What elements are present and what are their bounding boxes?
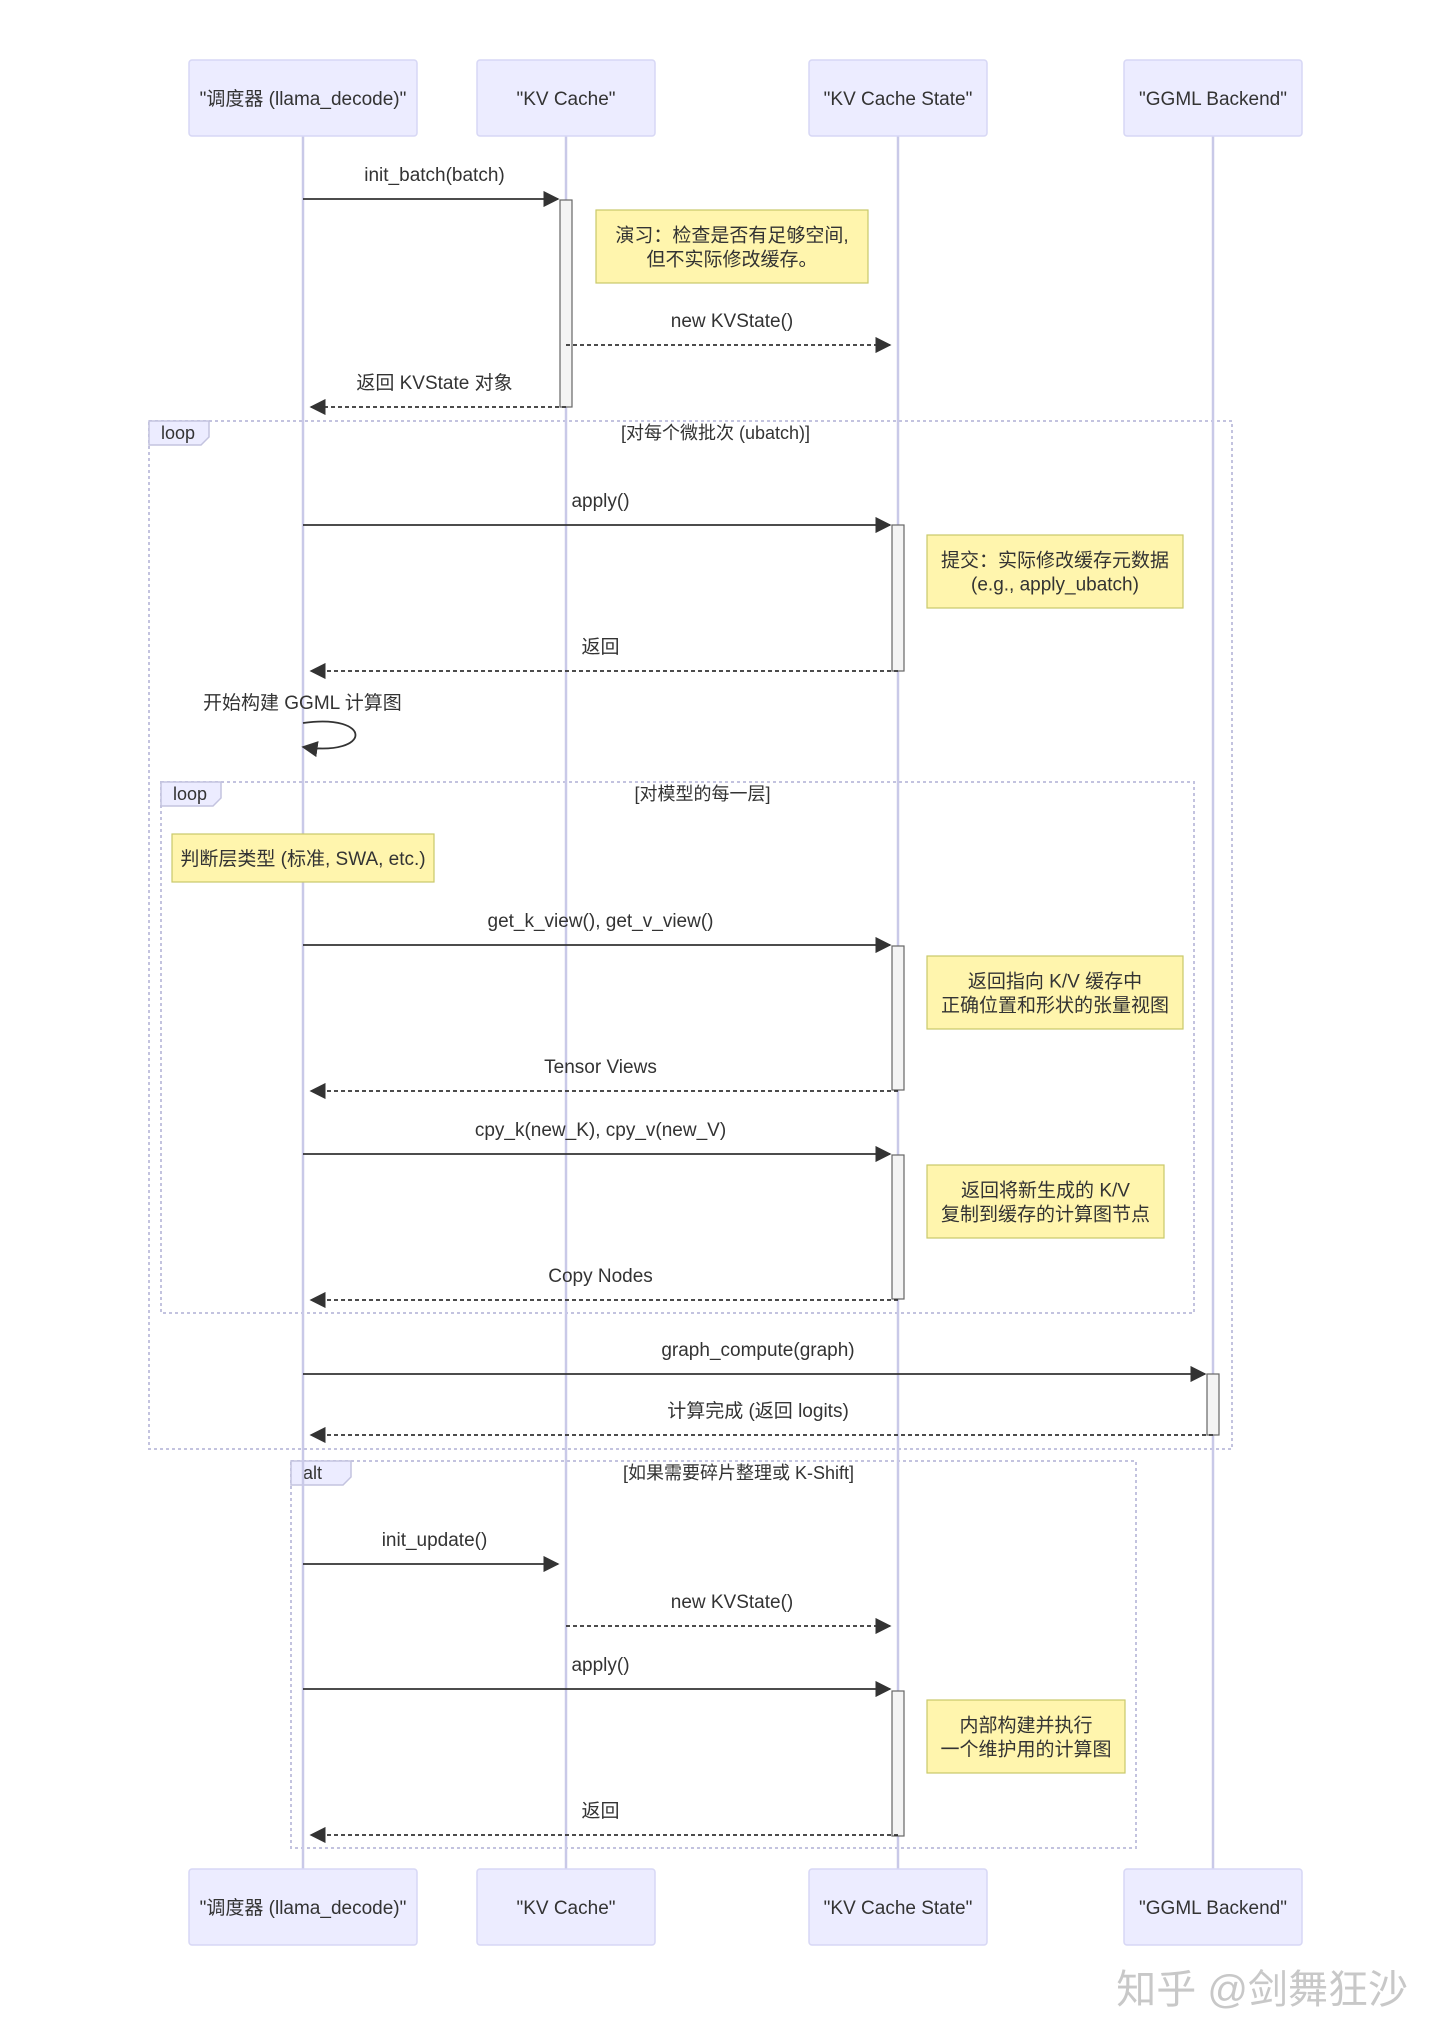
message-label: 开始构建 GGML 计算图 [203, 692, 402, 714]
message-label: init_update() [382, 1530, 488, 1551]
actor-label: "KV Cache State" [824, 89, 973, 110]
actor-label: "调度器 (llama_decode)" [200, 1897, 407, 1919]
activation-bar [891, 524, 905, 672]
note-text: 提交：实际修改缓存元数据 [941, 550, 1169, 572]
message: 返回 [309, 636, 898, 680]
frame-kind-label: alt [303, 1463, 322, 1483]
message-label: graph_compute(graph) [661, 1340, 854, 1361]
message-label: init_batch(batch) [364, 165, 504, 186]
message: new KVState() [566, 1592, 892, 1635]
message: Tensor Views [309, 1057, 898, 1100]
actor-box: "KV Cache" [476, 1868, 656, 1946]
actor-box: "调度器 (llama_decode)" [188, 59, 418, 137]
note-text: 返回将新生成的 K/V [961, 1180, 1130, 1202]
frame-alt: alt [如果需要碎片整理或 K-Shift] [290, 1460, 1137, 1849]
frame-loop: loop [对每个微批次 (ubatch)] [148, 420, 1233, 1450]
frame-condition: [对每个微批次 (ubatch)] [621, 423, 810, 443]
message: 开始构建 GGML 计算图 [203, 692, 402, 758]
note-text: 返回指向 K/V 缓存中 [968, 971, 1142, 993]
activation-bar [891, 945, 905, 1091]
message: graph_compute(graph) [303, 1340, 1207, 1383]
message-label: 返回 [581, 636, 619, 658]
actor-box: "调度器 (llama_decode)" [188, 1868, 418, 1946]
actor-box: "KV Cache" [476, 59, 656, 137]
actor-label: "GGML Backend" [1139, 89, 1287, 110]
frame-loop: loop [对模型的每一层] [160, 781, 1195, 1314]
note: 演习：检查是否有足够空间,但不实际修改缓存。 [595, 209, 869, 284]
note: 提交：实际修改缓存元数据 (e.g., apply_ubatch) [926, 534, 1184, 609]
actor-label: "KV Cache" [516, 1898, 615, 1919]
actor-box: "KV Cache State" [808, 1868, 988, 1946]
message-label: cpy_k(new_K), cpy_v(new_V) [475, 1120, 726, 1141]
frame-kind-label: loop [161, 423, 195, 443]
message-label: 返回 KVState 对象 [356, 372, 512, 394]
message: get_k_view(), get_v_view() [303, 911, 892, 954]
actor-box: "GGML Backend" [1123, 1868, 1303, 1946]
activation-bar [1206, 1373, 1220, 1436]
actor-label: "GGML Backend" [1139, 1898, 1287, 1919]
note-text: 内部构建并执行 [959, 1715, 1092, 1737]
message: init_update() [303, 1530, 560, 1573]
note-text: 判断层类型 (标准, SWA, etc.) [180, 848, 425, 870]
message: init_batch(batch) [303, 165, 560, 208]
message-label: get_k_view(), get_v_view() [488, 911, 714, 932]
note-text: (e.g., apply_ubatch) [971, 575, 1139, 596]
actor-label: "调度器 (llama_decode)" [200, 88, 407, 110]
message: 计算完成 (返回 logits) [309, 1400, 1213, 1444]
actor-box: "KV Cache State" [808, 59, 988, 137]
frame-condition: [如果需要碎片整理或 K-Shift] [623, 1463, 854, 1483]
message-label: Tensor Views [544, 1057, 657, 1078]
activation-bar [891, 1690, 905, 1837]
actor-label: "KV Cache State" [824, 1898, 973, 1919]
message: apply() [303, 1655, 892, 1698]
frame-condition: [对模型的每一层] [634, 784, 770, 804]
message-label: Copy Nodes [548, 1266, 653, 1287]
note: 判断层类型 (标准, SWA, etc.) [171, 833, 435, 883]
activation-bar [559, 199, 573, 408]
message-label: new KVState() [671, 311, 794, 332]
message-label: 计算完成 (返回 logits) [667, 1400, 849, 1422]
note-text: 演习：检查是否有足够空间, [615, 225, 848, 247]
message-label: new KVState() [671, 1592, 794, 1613]
message-label: apply() [571, 491, 629, 512]
note-text: 但不实际修改缓存。 [646, 249, 817, 271]
message: cpy_k(new_K), cpy_v(new_V) [303, 1120, 892, 1163]
message: 返回 KVState 对象 [309, 372, 566, 416]
note-text: 正确位置和形状的张量视图 [941, 995, 1169, 1017]
message: new KVState() [566, 311, 892, 354]
activation-bar [891, 1154, 905, 1300]
actor-box: "GGML Backend" [1123, 59, 1303, 137]
message: Copy Nodes [309, 1266, 898, 1309]
frame-kind-label: loop [173, 784, 207, 804]
message: apply() [303, 491, 892, 534]
note-text: 一个维护用的计算图 [940, 1739, 1111, 1761]
message-label: apply() [571, 1655, 629, 1676]
message: 返回 [309, 1800, 898, 1844]
note-text: 复制到缓存的计算图节点 [941, 1204, 1150, 1226]
watermark-text: 知乎 @剑舞狂沙 [1116, 1968, 1408, 2012]
message-label: 返回 [581, 1800, 619, 1822]
actor-label: "KV Cache" [516, 89, 615, 110]
